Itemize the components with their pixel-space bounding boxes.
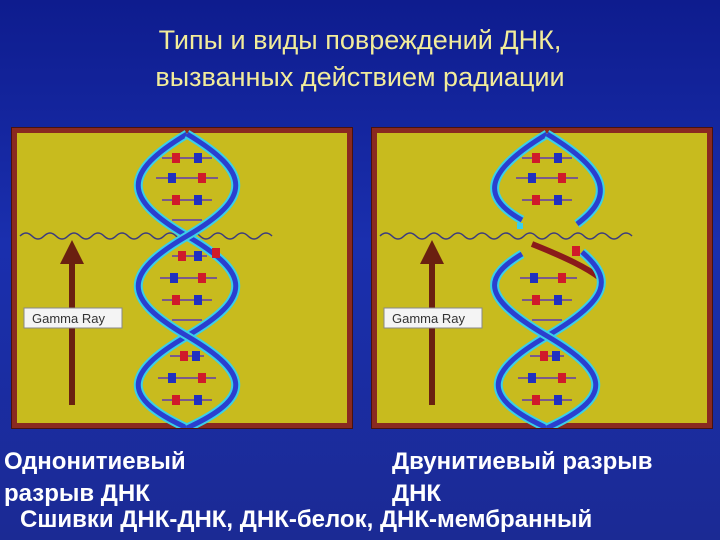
gamma-ray-wave: [19, 232, 273, 240]
double-strand-break-panel: Gamma Ray: [372, 128, 712, 428]
single-strand-break-panel: Gamma Ray: [12, 128, 352, 428]
gamma-ray-arrow-icon: [60, 240, 84, 405]
dna-double-break-illustration: Gamma Ray: [377, 130, 707, 428]
caption-right-line-2: ДНК: [392, 480, 442, 507]
slide-title: Типы и виды повреждений ДНК, вызванных д…: [0, 22, 720, 96]
dna-single-break-illustration: Gamma Ray: [17, 130, 347, 428]
caption-left-line-2: разрыв ДНК: [4, 480, 150, 507]
gamma-ray-label: Gamma Ray: [32, 311, 105, 326]
dna-helix: [133, 130, 241, 428]
title-line-2: вызванных действием радиации: [155, 62, 565, 92]
double-strand-break-caption: Двунитиевый разрыв ДНК: [392, 446, 653, 510]
gamma-ray-label-box: Gamma Ray: [383, 307, 483, 329]
dna-helix-broken: [490, 130, 606, 428]
caption-right-line-1: Двунитиевый разрыв: [392, 448, 653, 475]
crosslinks-caption: Сшивки ДНК-ДНК, ДНК-белок, ДНК-мембранны…: [20, 506, 593, 533]
gamma-ray-label: Gamma Ray: [392, 311, 465, 326]
caption-left-line-1: Однонитиевый: [4, 448, 186, 475]
single-strand-break-caption: Однонитиевый разрыв ДНК: [4, 446, 186, 510]
gamma-ray-label-box: Gamma Ray: [23, 307, 123, 329]
gamma-ray-arrow-icon: [420, 240, 444, 405]
gamma-ray-wave: [379, 232, 633, 240]
title-line-1: Типы и виды повреждений ДНК,: [158, 25, 562, 55]
